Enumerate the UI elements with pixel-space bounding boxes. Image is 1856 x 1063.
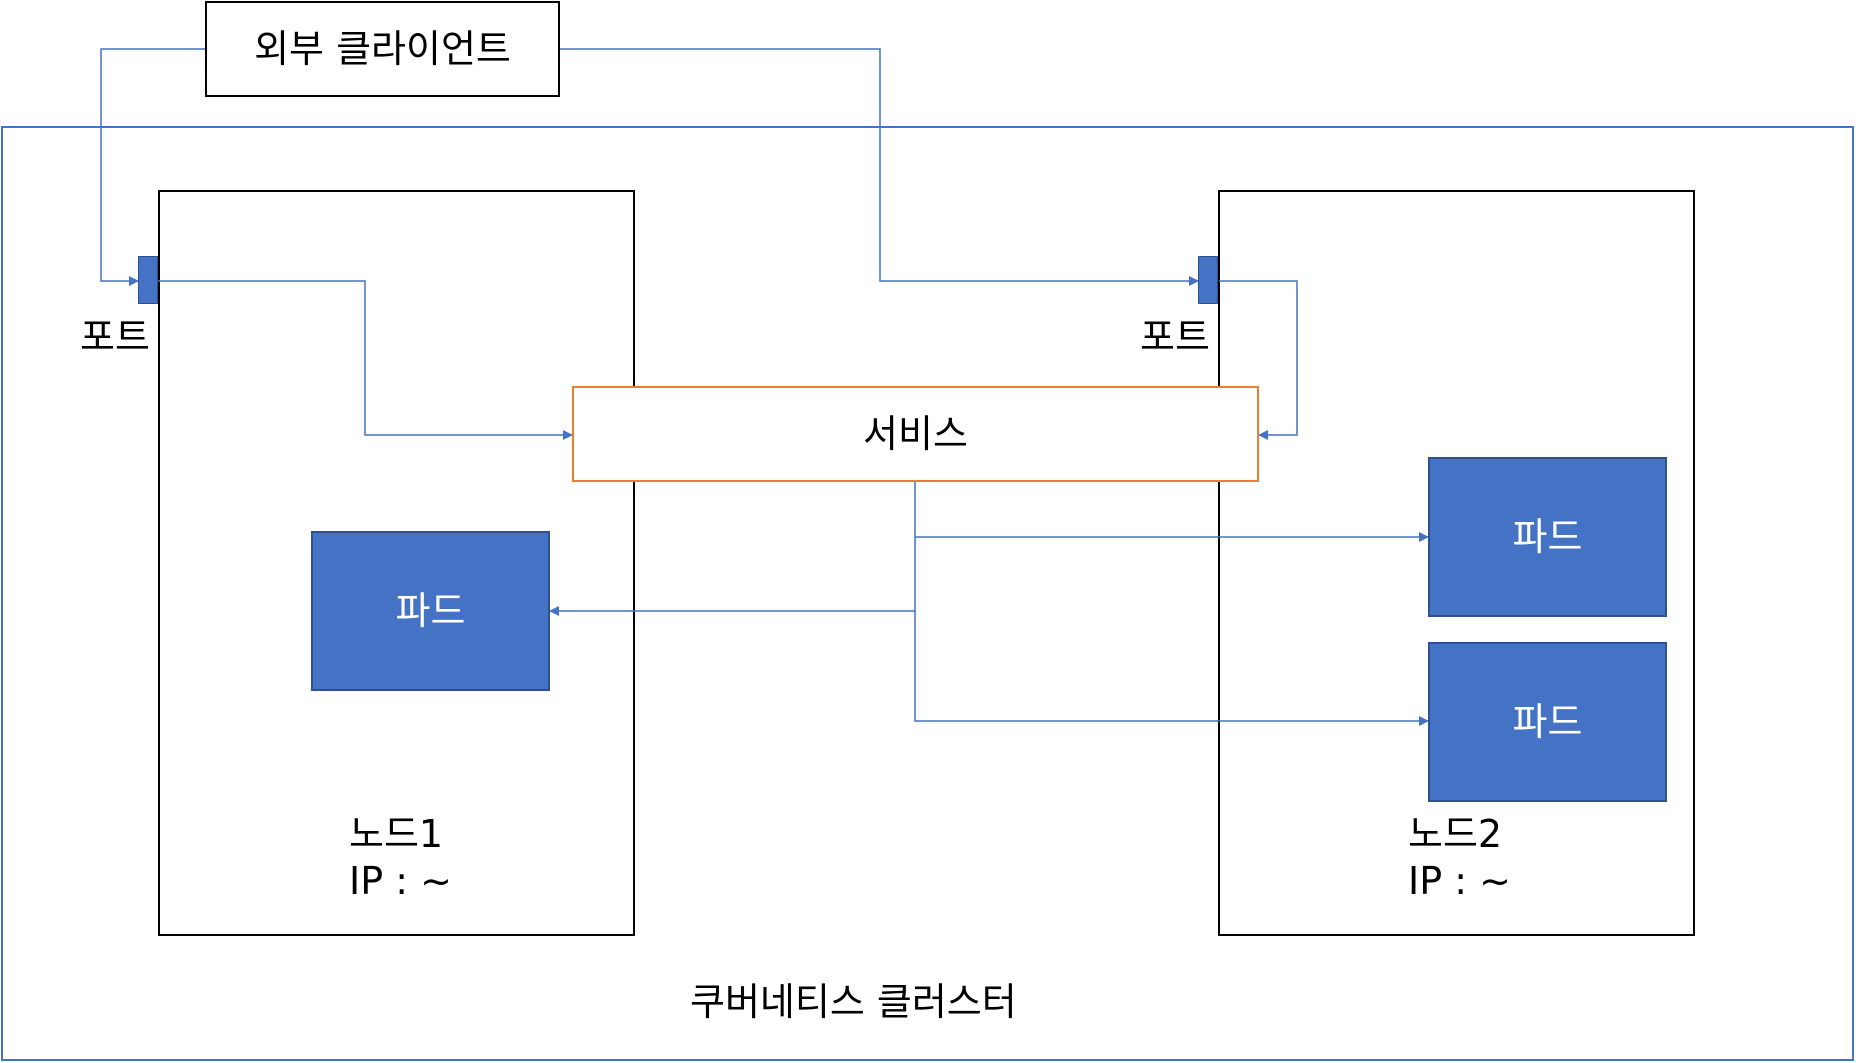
arrow-client-to-port1 [100,48,205,286]
arrow-service-to-pod-node2-b [914,611,1429,726]
service-box[interactable]: 서비스 [572,386,1259,482]
arrow-port2-to-service [1219,280,1298,440]
node-1-port[interactable] [138,256,158,304]
pod-node-1[interactable]: 파드 [311,531,550,691]
node-1-port-label: 포트 [80,315,150,359]
external-client-label: 외부 클라이언트 [254,27,511,71]
pod-label: 파드 [1512,700,1583,744]
external-client-box[interactable]: 외부 클라이언트 [205,1,560,97]
cluster-label: 쿠버네티스 클러스터 [690,980,1017,1024]
kubernetes-cluster [1,126,1854,1061]
arrow-client-to-port2 [560,48,1199,286]
pod-node-2-b[interactable]: 파드 [1428,642,1667,802]
arrow-service-to-pod-node1 [549,482,916,616]
node-2-port[interactable] [1198,256,1218,304]
pod-label: 파드 [395,589,466,633]
arrow-port1-to-service [158,280,573,440]
node-2-ip: IP : ~ [1408,859,1511,903]
pod-label: 파드 [1512,515,1583,559]
pod-node-2-a[interactable]: 파드 [1428,457,1667,617]
node-2-port-label: 포트 [1140,315,1210,359]
service-label: 서비스 [863,412,968,456]
node-2-name: 노드2 [1408,812,1503,856]
node-1[interactable] [158,190,635,936]
node-1-ip: IP : ~ [349,859,452,903]
node-1-name: 노드1 [349,812,444,856]
